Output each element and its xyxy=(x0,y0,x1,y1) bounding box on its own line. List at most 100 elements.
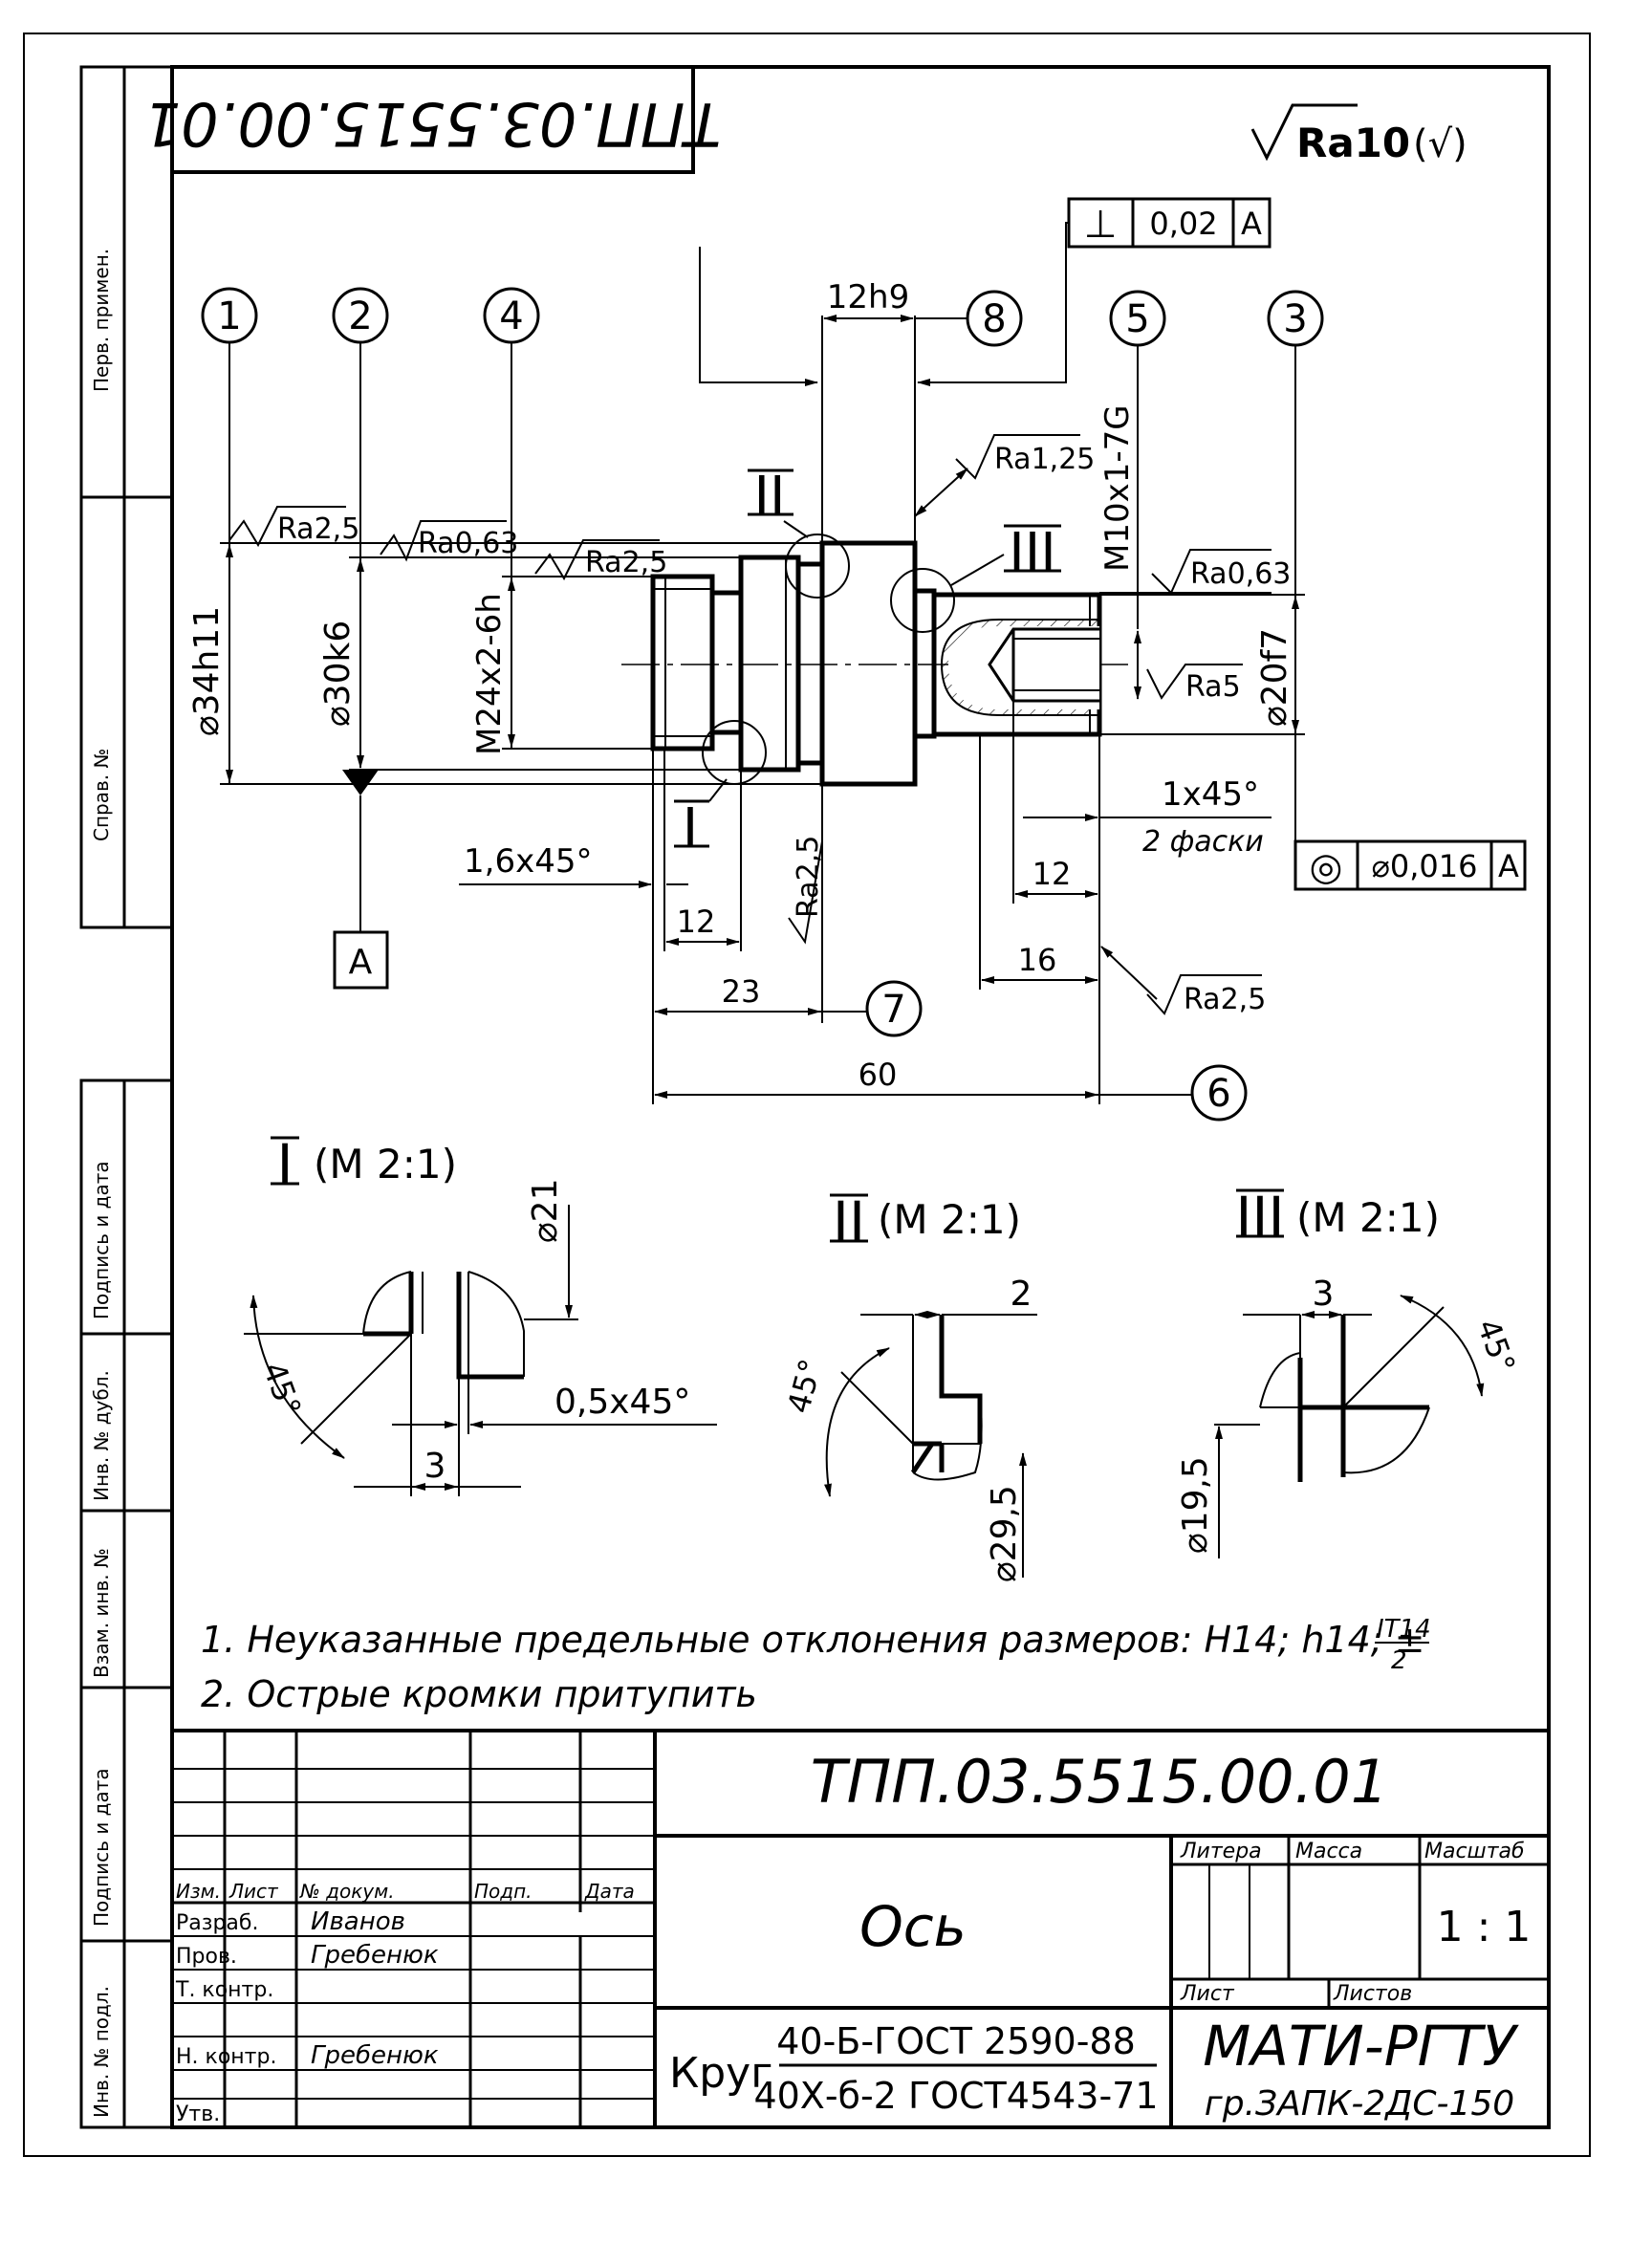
tb-scale-value: 1 : 1 xyxy=(1437,1903,1532,1951)
rough-1: Ra2,5 xyxy=(228,506,359,548)
detail-view-III: III (M 2:1) 3 45° ⌀19,5 xyxy=(1176,1185,1523,1558)
svg-text:Ra0,63: Ra0,63 xyxy=(1190,557,1291,591)
callout-2: 2 xyxy=(332,287,389,768)
view-II-width: 2 xyxy=(1011,1275,1032,1314)
side-inv-podl: Инв. № подл. xyxy=(90,1986,113,2118)
view-I-roman: I xyxy=(276,1132,293,1197)
datum-a-label: A xyxy=(349,943,373,982)
rough-4: Ra1,25 xyxy=(914,434,1095,517)
top-number-box: ТПП.03.5515.00.01 xyxy=(143,67,721,174)
tb-utv-label: Утв. xyxy=(176,2102,220,2126)
concentricity-frame: ◎ ⌀0,016 A xyxy=(1293,736,1527,891)
note-1-frac-bot: 2 xyxy=(1391,1646,1407,1675)
svg-text:Ra5: Ra5 xyxy=(1185,670,1241,704)
tb-tkontr-label: Т. контр. xyxy=(175,1978,273,2002)
svg-text:2: 2 xyxy=(348,294,372,338)
dim-12-left: 12 xyxy=(677,904,716,940)
tb-list: Лист xyxy=(1180,1982,1235,2006)
tb-nkontr-label: Н. контр. xyxy=(176,2045,276,2069)
dim-1x45: 1x45° xyxy=(1162,775,1259,814)
rough-6: Ra5 xyxy=(1146,664,1243,704)
rough-5: Ra0,63 xyxy=(1099,549,1291,595)
svg-text:1: 1 xyxy=(217,294,241,338)
side-vzam-inv: Взам. инв. № xyxy=(90,1548,113,1678)
title-block: Изм. Лист № докум. Подп. Дата Разраб. Ив… xyxy=(172,1729,1549,2127)
rough-8: Ra2,5 xyxy=(1100,946,1266,1016)
tb-col-dokum: № докум. xyxy=(299,1880,395,1903)
note-1: 1. Неуказанные предельные отклонения раз… xyxy=(201,1619,1425,1661)
svg-text:Ra0,63: Ra0,63 xyxy=(418,527,518,560)
tb-nkontr-name: Гребенюк xyxy=(311,2041,439,2070)
dim-d34h11: ⌀34h11 xyxy=(187,606,227,736)
tb-prov-label: Пров. xyxy=(176,1945,237,1969)
dim-m10: M10x1-7G xyxy=(1098,404,1137,572)
side-perv-primen: Перв. примен. xyxy=(90,249,113,392)
dim-d20f7: ⌀20f7 xyxy=(1255,628,1294,727)
perp-datum: A xyxy=(1241,206,1262,242)
dim-d30k6: ⌀30k6 xyxy=(318,621,358,727)
svg-text:Ra2,5: Ra2,5 xyxy=(1184,983,1266,1016)
conc-datum: A xyxy=(1498,848,1519,884)
conc-value: ⌀0,016 xyxy=(1372,848,1478,884)
dim-60: 60 xyxy=(859,1057,898,1093)
svg-text:7: 7 xyxy=(881,988,905,1032)
svg-text:Ra1,25: Ra1,25 xyxy=(994,443,1095,476)
dim-12h9: 12h9 xyxy=(827,278,909,316)
detail-marker-I: I xyxy=(683,797,699,860)
axle-part xyxy=(621,534,1128,787)
view-I-diameter: ⌀21 xyxy=(526,1179,565,1243)
tb-litera: Литера xyxy=(1180,1840,1262,1863)
rough-2: Ra0,63 xyxy=(380,520,518,562)
dim-m24: M24x2-6h xyxy=(470,593,509,755)
general-roughness-other: (√) xyxy=(1413,122,1467,166)
tb-massa: Масса xyxy=(1295,1840,1362,1863)
svg-text:3: 3 xyxy=(1283,297,1307,341)
tb-material-top: 40-Б-ГОСТ 2590-88 xyxy=(776,2020,1136,2062)
side-stamp: Перв. примен. Справ. № Подпись и дата Ин… xyxy=(79,65,174,2129)
callout-5: 5 xyxy=(1109,290,1166,629)
conc-symbol: ◎ xyxy=(1310,845,1343,889)
side-podp-data-1: Подпись и дата xyxy=(90,1161,113,1319)
detail-circle-II xyxy=(785,534,850,599)
detail-marker-II: II xyxy=(753,466,785,528)
tb-part-name: Ось xyxy=(859,1894,967,1959)
svg-text:8: 8 xyxy=(982,297,1006,341)
detail-view-I: I (M 2:1) 45° ⌀21 3 0,5x45° xyxy=(244,1132,717,1496)
side-podp-data-2: Подпись и дата xyxy=(90,1768,113,1927)
tb-org: МАТИ-РГТУ xyxy=(1203,2014,1519,2079)
view-II-scale: (M 2:1) xyxy=(878,1196,1021,1243)
tb-razrab-name: Иванов xyxy=(311,1907,405,1936)
tb-masshtab: Масштаб xyxy=(1424,1840,1525,1863)
tb-razrab-label: Разраб. xyxy=(176,1911,258,1935)
detail-circle-III xyxy=(890,568,955,633)
view-III-width: 3 xyxy=(1313,1275,1335,1314)
callout-8: 8 xyxy=(915,290,1023,347)
rough-7: Ra2,5 xyxy=(788,832,825,945)
svg-text:6: 6 xyxy=(1206,1072,1230,1116)
tb-listov: Листов xyxy=(1333,1982,1412,2006)
view-I-angle: 45° xyxy=(255,1358,308,1421)
tb-col-data: Дата xyxy=(584,1880,635,1903)
svg-text:Ra2,5: Ra2,5 xyxy=(585,546,667,579)
tb-doc-number: ТПП.03.5515.00.01 xyxy=(811,1747,1388,1817)
note-1-frac-top: IT14 xyxy=(1377,1615,1431,1644)
dim-2-faski: 2 фаски xyxy=(1142,825,1264,859)
view-I-scale: (M 2:1) xyxy=(314,1141,457,1187)
svg-text:4: 4 xyxy=(499,294,523,338)
drawing-frame xyxy=(170,65,1551,2129)
side-sprav-no: Справ. № xyxy=(90,749,113,841)
side-inv-dubl: Инв. № дубл. xyxy=(90,1370,113,1501)
callout-7: 7 xyxy=(865,980,923,1037)
svg-text:Ra2,5: Ra2,5 xyxy=(277,512,359,546)
tb-material-prefix: Круг xyxy=(669,2049,772,2098)
datum-a: A xyxy=(333,770,389,990)
view-I-width: 3 xyxy=(424,1447,446,1486)
view-II-angle: 45° xyxy=(780,1355,829,1417)
tb-prov-name: Гребенюк xyxy=(311,1941,439,1970)
dim-1-6x45: 1,6x45° xyxy=(464,842,592,881)
svg-text:Ra2,5: Ra2,5 xyxy=(792,836,825,918)
perp-symbol: ⊥ xyxy=(1084,203,1118,247)
tb-col-list: Лист xyxy=(228,1880,279,1903)
view-III-diameter: ⌀19,5 xyxy=(1176,1456,1215,1554)
